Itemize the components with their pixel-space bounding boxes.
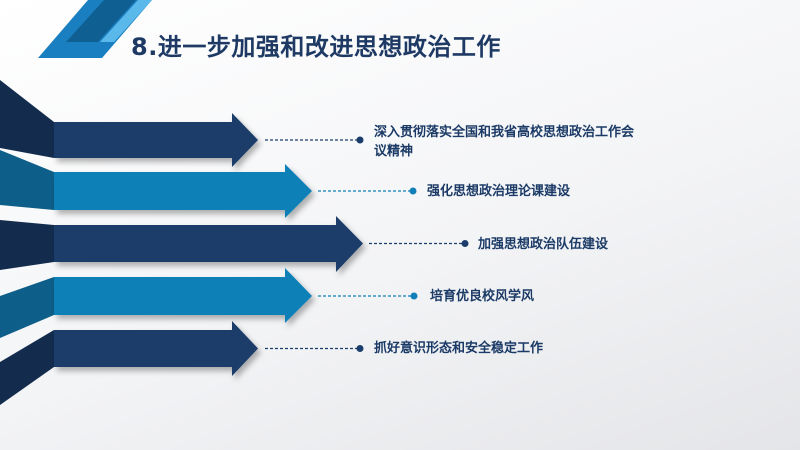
arrow-1-side-panel [0, 80, 54, 158]
arrow-3-dot-icon [461, 240, 469, 247]
arrow-2-side-panel [0, 150, 54, 210]
arrow-4-dot-icon [410, 292, 418, 300]
arrow-2 [54, 164, 312, 218]
arrow-4-side-panel [0, 277, 54, 338]
item-1: 深入贯彻落实全国和我省高校思想政治工作会 议精神 [374, 123, 634, 161]
slide-title: 8.进一步加强和改进思想政治工作 [131, 33, 501, 61]
corner-decoration [38, 0, 152, 58]
arrow-3-side-panel [0, 220, 54, 270]
arrow-2-dot-icon [409, 187, 417, 195]
item-5: 抓好意识形态和安全稳定工作 [374, 341, 544, 356]
item-3: 加强思想政治队伍建设 [478, 237, 609, 252]
item-2: 强化思想政治理论课建设 [427, 184, 571, 199]
arrow-5-dot-icon [356, 345, 364, 352]
arrow-5-side-panel [0, 330, 54, 405]
arrow-1 [54, 113, 258, 167]
arrow-5 [54, 321, 258, 376]
item-1-line-1: 深入贯彻落实全国和我省高校思想政治工作会 [374, 125, 635, 140]
item-1-line-2: 议精神 [374, 144, 414, 159]
arrow-4 [54, 268, 312, 323]
arrow-3 [54, 216, 363, 272]
arrow-1-dot-icon [356, 136, 364, 144]
item-4: 培育优良校风学风 [430, 289, 535, 304]
